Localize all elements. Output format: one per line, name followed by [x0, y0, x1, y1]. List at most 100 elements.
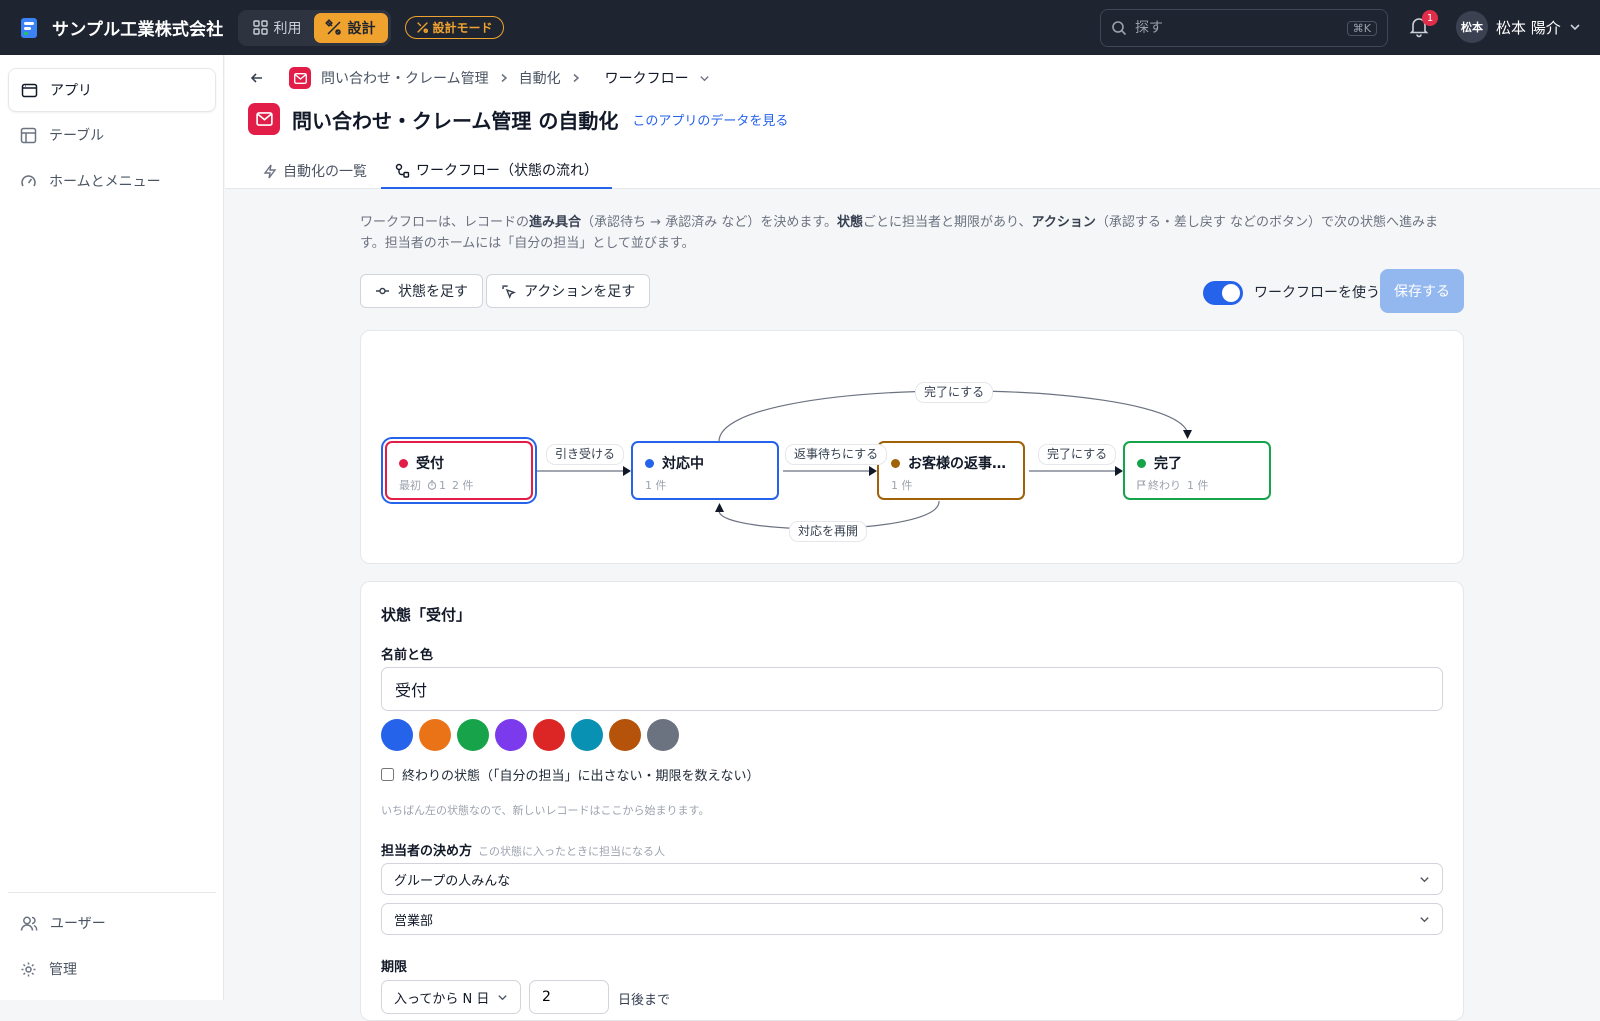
- user-menu[interactable]: 松本 松本 陽介: [1456, 11, 1581, 43]
- state-node-done[interactable]: 完了 終わり 1 件: [1123, 441, 1271, 500]
- tab-automation-list[interactable]: 自動化の一覧: [249, 153, 381, 189]
- sidebar-item-admin[interactable]: 管理: [8, 947, 216, 991]
- search-input[interactable]: [1135, 20, 1339, 36]
- color-swatch-teal[interactable]: [571, 719, 603, 751]
- state-record-count: 2 件: [452, 479, 474, 492]
- color-swatch-red[interactable]: [533, 719, 565, 751]
- state-editor-panel: 状態「受付」 名前と色 終わりの状態（「自分の担当」に出さない・期限を数えない）…: [360, 581, 1464, 1021]
- sidebar-item-label: アプリ: [50, 83, 92, 99]
- mode-design-button[interactable]: 設計: [313, 12, 388, 43]
- workflow-diagram: 受付 最初 1 2 件 対応中 1 件 お客様の返事… 1 件 完了 終わり 1…: [360, 330, 1464, 564]
- add-action-label: アクションを足す: [524, 284, 636, 300]
- user-name: 松本 陽介: [1496, 18, 1561, 37]
- deadline-suffix: 日後まで: [618, 993, 671, 1008]
- table-icon: [20, 127, 37, 143]
- action-label-complete[interactable]: 完了にする: [1038, 444, 1117, 465]
- state-node-reception[interactable]: 受付 最初 1 2 件: [385, 441, 533, 500]
- page-header: 問い合わせ・クレーム管理 自動化 ワークフロー 問い合わせ・クレーム管理 の自動…: [225, 55, 1600, 189]
- workflow-toggle-label: ワークフローを使う: [1254, 285, 1380, 301]
- notifications-button[interactable]: 1: [1408, 10, 1438, 39]
- lightning-icon: [263, 164, 277, 178]
- state-record-count: 1 件: [891, 479, 913, 492]
- sidebar-item-label: ホームとメニュー: [49, 174, 161, 190]
- grid-icon: [252, 20, 268, 35]
- assignee-group-value: 営業部: [394, 913, 434, 929]
- global-search[interactable]: ⌘K: [1100, 9, 1388, 47]
- deadline-days-input[interactable]: [529, 980, 609, 1014]
- breadcrumb-current[interactable]: ワークフロー: [604, 71, 689, 87]
- app-mail-icon: [289, 67, 311, 89]
- action-label-complete-direct[interactable]: 完了にする: [915, 382, 994, 403]
- state-deadline-days: 1: [439, 478, 446, 492]
- state-node-in-progress[interactable]: 対応中 1 件: [631, 441, 779, 500]
- workflow-enabled-toggle[interactable]: [1203, 281, 1243, 305]
- gear-icon: [21, 962, 36, 976]
- sidebar-item-apps[interactable]: アプリ: [8, 68, 216, 112]
- sidebar: アプリ テーブル ホームとメニュー ユーザー 管理: [0, 55, 224, 1000]
- state-record-count: 1 件: [645, 479, 667, 492]
- workflow-description: ワークフローは、レコードの進み具合（承認待ち → 承認済み など）を決めます。状…: [360, 215, 1439, 251]
- state-color-dot: [399, 458, 408, 468]
- back-arrow-icon[interactable]: [249, 70, 265, 86]
- color-swatch-gray[interactable]: [647, 719, 679, 751]
- add-state-button[interactable]: 状態を足す: [360, 274, 483, 308]
- mode-use-button[interactable]: 利用: [241, 13, 314, 43]
- pointer-click-icon: [502, 284, 516, 299]
- breadcrumb-automation[interactable]: 自動化: [518, 71, 561, 87]
- color-swatch-brown[interactable]: [609, 719, 641, 751]
- add-action-button[interactable]: アクションを足す: [486, 274, 651, 308]
- assignee-mode-select[interactable]: グループの人みんな: [381, 863, 1443, 895]
- name-color-label: 名前と色: [381, 648, 434, 663]
- color-swatch-green[interactable]: [457, 719, 489, 751]
- deadline-mode-select[interactable]: 入ってから N 日: [381, 980, 521, 1014]
- deadline-label: 期限: [381, 960, 408, 975]
- top-bar: サンプル工業株式会社 利用 設計 設計モード ⌘K 1 松本 松本 陽介: [0, 0, 1600, 55]
- search-icon: [1112, 21, 1127, 36]
- sidebar-item-users[interactable]: ユーザー: [8, 901, 216, 945]
- flag-icon: [1137, 480, 1146, 490]
- action-label-await-reply[interactable]: 返事待ちにする: [785, 444, 888, 465]
- design-tools-icon: [324, 18, 341, 35]
- chevron-down-icon: [498, 994, 507, 1000]
- final-state-checkbox[interactable]: [381, 768, 394, 781]
- gauge-icon: [21, 174, 36, 186]
- users-icon: [20, 916, 38, 931]
- page-title: 問い合わせ・クレーム管理 の自動化: [292, 108, 619, 133]
- state-name: 完了: [1154, 456, 1182, 472]
- state-name: お客様の返事…: [908, 456, 1006, 472]
- chevron-right-icon: [573, 73, 579, 83]
- sidebar-item-tables[interactable]: テーブル: [8, 113, 216, 157]
- color-swatch-orange[interactable]: [419, 719, 451, 751]
- state-name-input[interactable]: [381, 667, 1443, 711]
- view-app-data-link[interactable]: このアプリのデータを見る: [632, 113, 789, 129]
- search-shortcut: ⌘K: [1346, 20, 1377, 36]
- assignee-group-select[interactable]: 営業部: [381, 903, 1443, 935]
- state-initial-tag: 最初: [399, 479, 421, 492]
- color-swatch-blue[interactable]: [381, 719, 413, 751]
- design-mode-badge: 設計モード: [404, 16, 504, 39]
- tab-label: ワークフロー（状態の流れ）: [416, 163, 598, 179]
- action-label-resume[interactable]: 対応を再開: [789, 521, 868, 542]
- tab-label: 自動化の一覧: [283, 164, 367, 180]
- chevron-down-icon[interactable]: [699, 73, 710, 84]
- state-color-dot: [645, 458, 654, 468]
- color-swatch-purple[interactable]: [495, 719, 527, 751]
- final-state-option[interactable]: 終わりの状態（「自分の担当」に出さない・期限を数えない）: [381, 765, 760, 784]
- bell-icon: [1409, 18, 1429, 38]
- assignee-hint: この状態に入ったときに担当になる人: [478, 845, 666, 858]
- sidebar-item-home-menu[interactable]: ホームとメニュー: [8, 159, 216, 203]
- chevron-down-icon: [1420, 876, 1429, 882]
- state-color-dot: [891, 458, 900, 468]
- chevron-down-icon: [1570, 24, 1580, 31]
- chevron-down-icon: [1420, 916, 1429, 922]
- breadcrumb-app[interactable]: 問い合わせ・クレーム管理: [321, 71, 489, 87]
- tab-workflow[interactable]: ワークフロー（状態の流れ）: [381, 153, 612, 189]
- breadcrumb: 問い合わせ・クレーム管理 自動化 ワークフロー: [249, 67, 710, 89]
- action-label-accept[interactable]: 引き受ける: [546, 444, 625, 465]
- state-record-count: 1 件: [1187, 479, 1209, 492]
- state-node-awaiting-customer[interactable]: お客様の返事… 1 件: [877, 441, 1025, 500]
- deadline-mode-value: 入ってから N 日: [394, 991, 490, 1007]
- save-button[interactable]: 保存する: [1380, 269, 1464, 313]
- brand-name: サンプル工業株式会社: [52, 20, 224, 40]
- state-color-dot: [1137, 458, 1146, 468]
